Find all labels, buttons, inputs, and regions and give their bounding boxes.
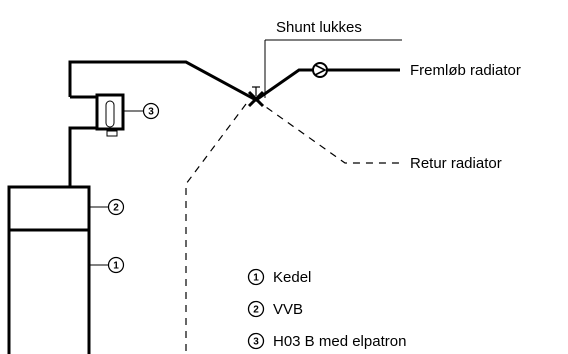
svg-text:3: 3	[253, 337, 259, 348]
shunt-label: Shunt lukkes	[276, 19, 362, 36]
svg-text:1: 1	[113, 261, 119, 272]
h03b-device	[95, 93, 125, 137]
svg-text:Kedel: Kedel	[273, 269, 311, 286]
flow-label: Fremløb radiator	[410, 62, 521, 79]
legend-item-3: 3 H03 B med elpatron	[247, 332, 406, 350]
return-pipe	[255, 99, 400, 164]
radiator-pump	[312, 62, 328, 78]
svg-text:H03 B med elpatron: H03 B med elpatron	[273, 333, 406, 350]
return-drop	[185, 103, 247, 354]
return-label: Retur radiator	[410, 155, 502, 172]
supply-pipe	[68, 60, 400, 187]
svg-text:VVB: VVB	[273, 301, 303, 318]
svg-text:3: 3	[148, 107, 154, 118]
legend: 1 Kedel 2 VVB 3 H03 B med elpatron	[247, 268, 406, 350]
svg-text:2: 2	[113, 203, 119, 214]
callout-1: 1	[89, 256, 125, 274]
svg-text:2: 2	[253, 305, 259, 316]
boiler-tank	[7, 185, 91, 354]
legend-item-1: 1 Kedel	[247, 268, 311, 286]
shunt-leader	[264, 39, 402, 98]
callout-2: 2	[89, 198, 125, 216]
legend-item-2: 2 VVB	[247, 300, 303, 318]
callout-3: 3	[123, 102, 160, 120]
svg-text:1: 1	[253, 273, 259, 284]
